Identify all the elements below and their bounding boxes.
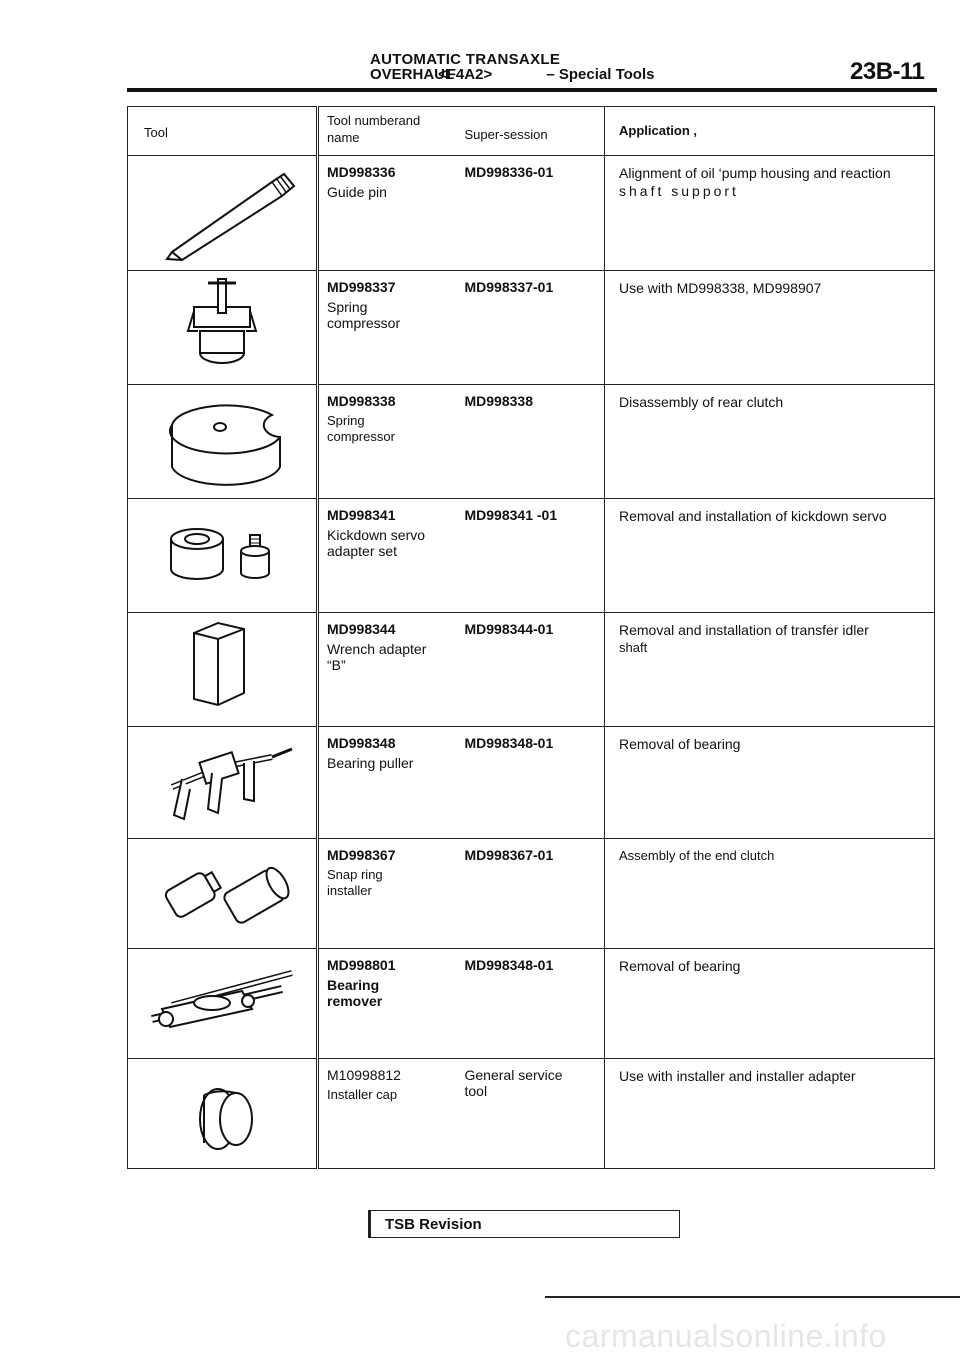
tool-number: MD998801 xyxy=(327,957,396,973)
application: Removal of bearing xyxy=(619,958,741,974)
application: Use with installer and installer adapter xyxy=(619,1068,856,1084)
spring-compressor-disc-icon xyxy=(169,404,281,486)
table-row: M10998812 Installer cap General service … xyxy=(127,1058,935,1169)
header-rule xyxy=(127,88,937,92)
tool-name: Bearing puller xyxy=(327,755,414,771)
tool-name: Spring compressor xyxy=(327,413,395,444)
supersession: General service tool xyxy=(464,1067,563,1099)
bearing-remover-icon xyxy=(151,970,293,1029)
installer-cap-icon xyxy=(199,1088,253,1150)
snap-ring-installer-icon xyxy=(164,866,290,924)
kickdown-servo-adapter-icon xyxy=(170,528,270,580)
tool-name: Spring compressor xyxy=(327,299,401,331)
application: Removal and installation of kickdown ser… xyxy=(619,508,887,524)
table-row: MD998337 Spring compressor MD998337-01 U… xyxy=(127,270,935,385)
supersession: MD998336-01 xyxy=(464,164,554,180)
table-header-row: Tool Tool numberand name Super-session A… xyxy=(127,106,935,156)
header-tool-number: Tool numberand name xyxy=(316,106,455,156)
header-subtitle: OVERHAUL xyxy=(370,66,454,83)
special-tools-table: Tool Tool numberand name Super-session A… xyxy=(127,106,935,1169)
supersession: MD998337-01 xyxy=(464,279,554,295)
tool-name: Bearing remover xyxy=(327,977,383,1009)
application: Use with MD998338, MD998907 xyxy=(619,280,822,296)
tool-name: Snap ring installer xyxy=(327,867,383,898)
table-row: MD998367 Snap ring installer MD998367-01… xyxy=(127,838,935,949)
application: Assembly of the end clutch xyxy=(619,848,775,863)
header-section: – Special Tools xyxy=(546,66,655,83)
spring-compressor-icon xyxy=(186,278,258,364)
tool-number: MD998344 xyxy=(327,621,396,637)
guide-pin-icon xyxy=(165,172,296,262)
header-application: Application , xyxy=(604,106,935,156)
application: Disassembly of rear clutch xyxy=(619,394,784,410)
tool-number: MD998341 xyxy=(327,507,396,523)
table-row: MD998341 Kickdown servo adapter set MD99… xyxy=(127,498,935,613)
tool-number: M10998812 xyxy=(327,1067,401,1083)
tsb-revision-label: TSB Revision xyxy=(385,1216,482,1233)
wrench-adapter-icon xyxy=(193,621,245,707)
header-supersession: Super-session xyxy=(454,106,605,156)
header-overhaul: OVERHAUL xyxy=(370,66,455,83)
tool-number: MD998367 xyxy=(327,847,396,863)
supersession: MD998338 xyxy=(464,393,534,409)
tool-name: Guide pin xyxy=(327,184,387,200)
table-row: MD998801 Bearing remover MD998348-01 Rem… xyxy=(127,948,935,1059)
header-model-code: <F4A2> xyxy=(438,66,493,83)
table-row: MD998338 Spring compressor MD998338 Disa… xyxy=(127,384,935,499)
supersession: MD998344-01 xyxy=(464,621,554,637)
watermark: carmanualsonline.info xyxy=(565,1318,887,1354)
page-number: 23B-11 xyxy=(850,58,925,85)
application: Alignment of oil ‘pump housing and react… xyxy=(619,165,891,199)
header-title: AUTOMATIC TRANSAXLE xyxy=(370,51,561,68)
tool-number: MD998348 xyxy=(327,735,396,751)
tool-name: Kickdown servo adapter set xyxy=(327,527,426,559)
table-row: MD998348 Bearing puller MD998348-01 Remo… xyxy=(127,726,935,839)
tool-name: Installer cap xyxy=(327,1087,398,1102)
application: Removal and installation of transfer idl… xyxy=(619,622,869,655)
application: Removal of bearing xyxy=(619,736,741,752)
tool-number: MD998336 xyxy=(327,164,396,180)
supersession: MD998348-01 xyxy=(464,957,554,973)
tsb-revision-box: TSB Revision xyxy=(368,1210,680,1238)
tool-number: MD998337 xyxy=(327,279,396,295)
table-row: MD998344 Wrench adapter “B” MD998344-01 … xyxy=(127,612,935,727)
table-row: MD998336 Guide pin MD998336-01 Alignment… xyxy=(127,155,935,271)
header-model-section: <F4A2> – Special Tools xyxy=(438,66,654,83)
tool-illustration-cell xyxy=(127,155,318,271)
header-tool: Tool xyxy=(127,106,318,156)
bearing-puller-icon xyxy=(170,747,293,821)
supersession: MD998367-01 xyxy=(464,847,554,863)
tool-name: Wrench adapter “B” xyxy=(327,641,427,673)
tool-number: MD998338 xyxy=(327,393,396,409)
supersession: MD998341 -01 xyxy=(464,507,558,523)
supersession: MD998348-01 xyxy=(464,735,554,751)
footer-rule xyxy=(545,1296,960,1298)
